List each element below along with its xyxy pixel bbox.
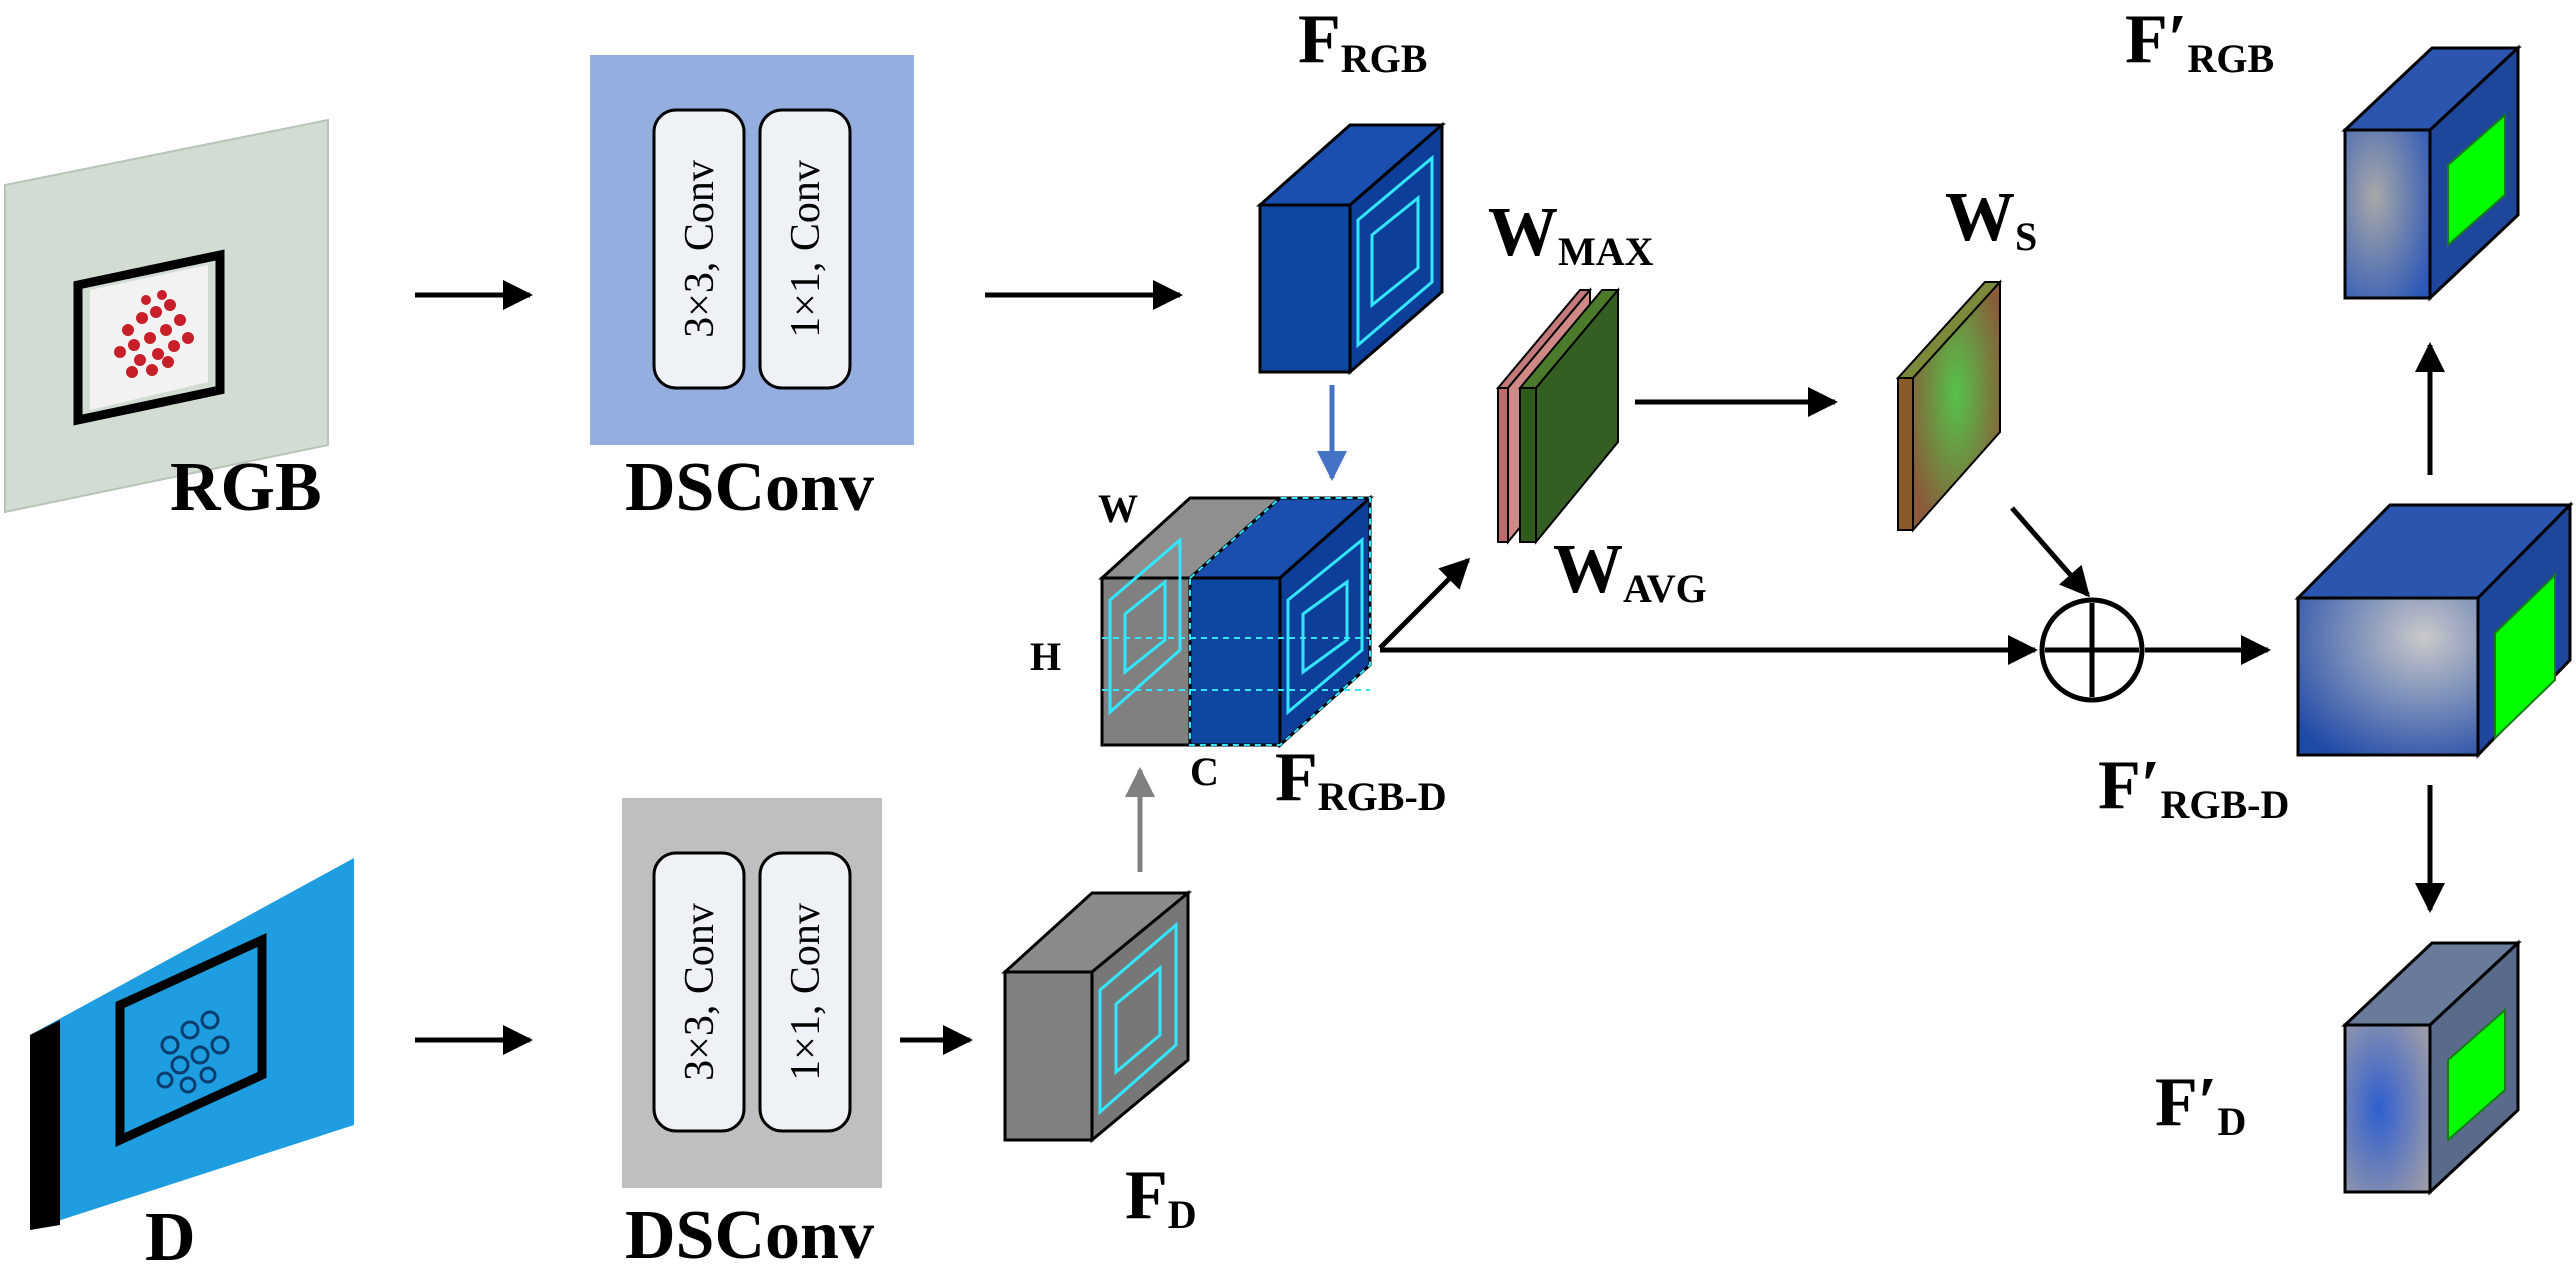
strawberries [114, 290, 194, 378]
dim-h-label: H [1030, 634, 1061, 679]
out-rgb-label: F′RGB [2125, 1, 2274, 81]
w-s-plate [1895, 279, 2003, 533]
conv1-label-top: 1×1, Conv [783, 160, 829, 338]
out-d-label: F′D [2155, 1064, 2246, 1144]
dim-c-label: C [1190, 749, 1219, 794]
depth-blobs [156, 1010, 230, 1094]
out-d-cube [2341, 939, 2522, 1196]
w-max-w-avg-plates [1495, 287, 1621, 545]
f-rgbd-label: FRGB-D [1275, 739, 1447, 819]
w-s-label: WS [1945, 179, 2037, 259]
dsconv-bottom-label: DSConv [625, 1197, 874, 1268]
f-d-label: FD [1125, 1157, 1197, 1237]
arrow-ws-to-sum [2010, 506, 2090, 598]
conv3-label-bottom: 3×3, Conv [677, 903, 723, 1081]
conv1-label-bottom: 1×1, Conv [783, 903, 829, 1081]
dim-w-label: W [1098, 486, 1138, 531]
dsconv-top-label: DSConv [625, 449, 874, 526]
f-rgbd-cube [1098, 494, 1374, 749]
w-max-label: WMAX [1488, 194, 1654, 274]
f-d-cube [1001, 889, 1193, 1144]
conv3-label-top: 3×3, Conv [677, 160, 723, 338]
rgb-input-image [4, 118, 329, 514]
arrow-frgbd-to-w [1378, 557, 1471, 650]
rgb-label: RGB [170, 449, 322, 526]
depth-input-image [30, 858, 354, 1230]
dsconv-top-block: 3×3, Conv 1×1, Conv [590, 55, 914, 445]
out-rgbd-label: F′RGB-D [2098, 747, 2289, 827]
depth-label: D [145, 1199, 196, 1268]
out-rgbd-cube [2294, 501, 2574, 759]
f-rgb-label: FRGB [1298, 1, 1427, 81]
elementwise-sum-icon [2039, 597, 2145, 703]
f-rgb-cube [1256, 121, 1447, 376]
w-avg-label: WAVG [1553, 531, 1707, 611]
dsconv-bottom-block: 3×3, Conv 1×1, Conv [622, 798, 882, 1188]
out-rgb-cube [2341, 44, 2522, 302]
